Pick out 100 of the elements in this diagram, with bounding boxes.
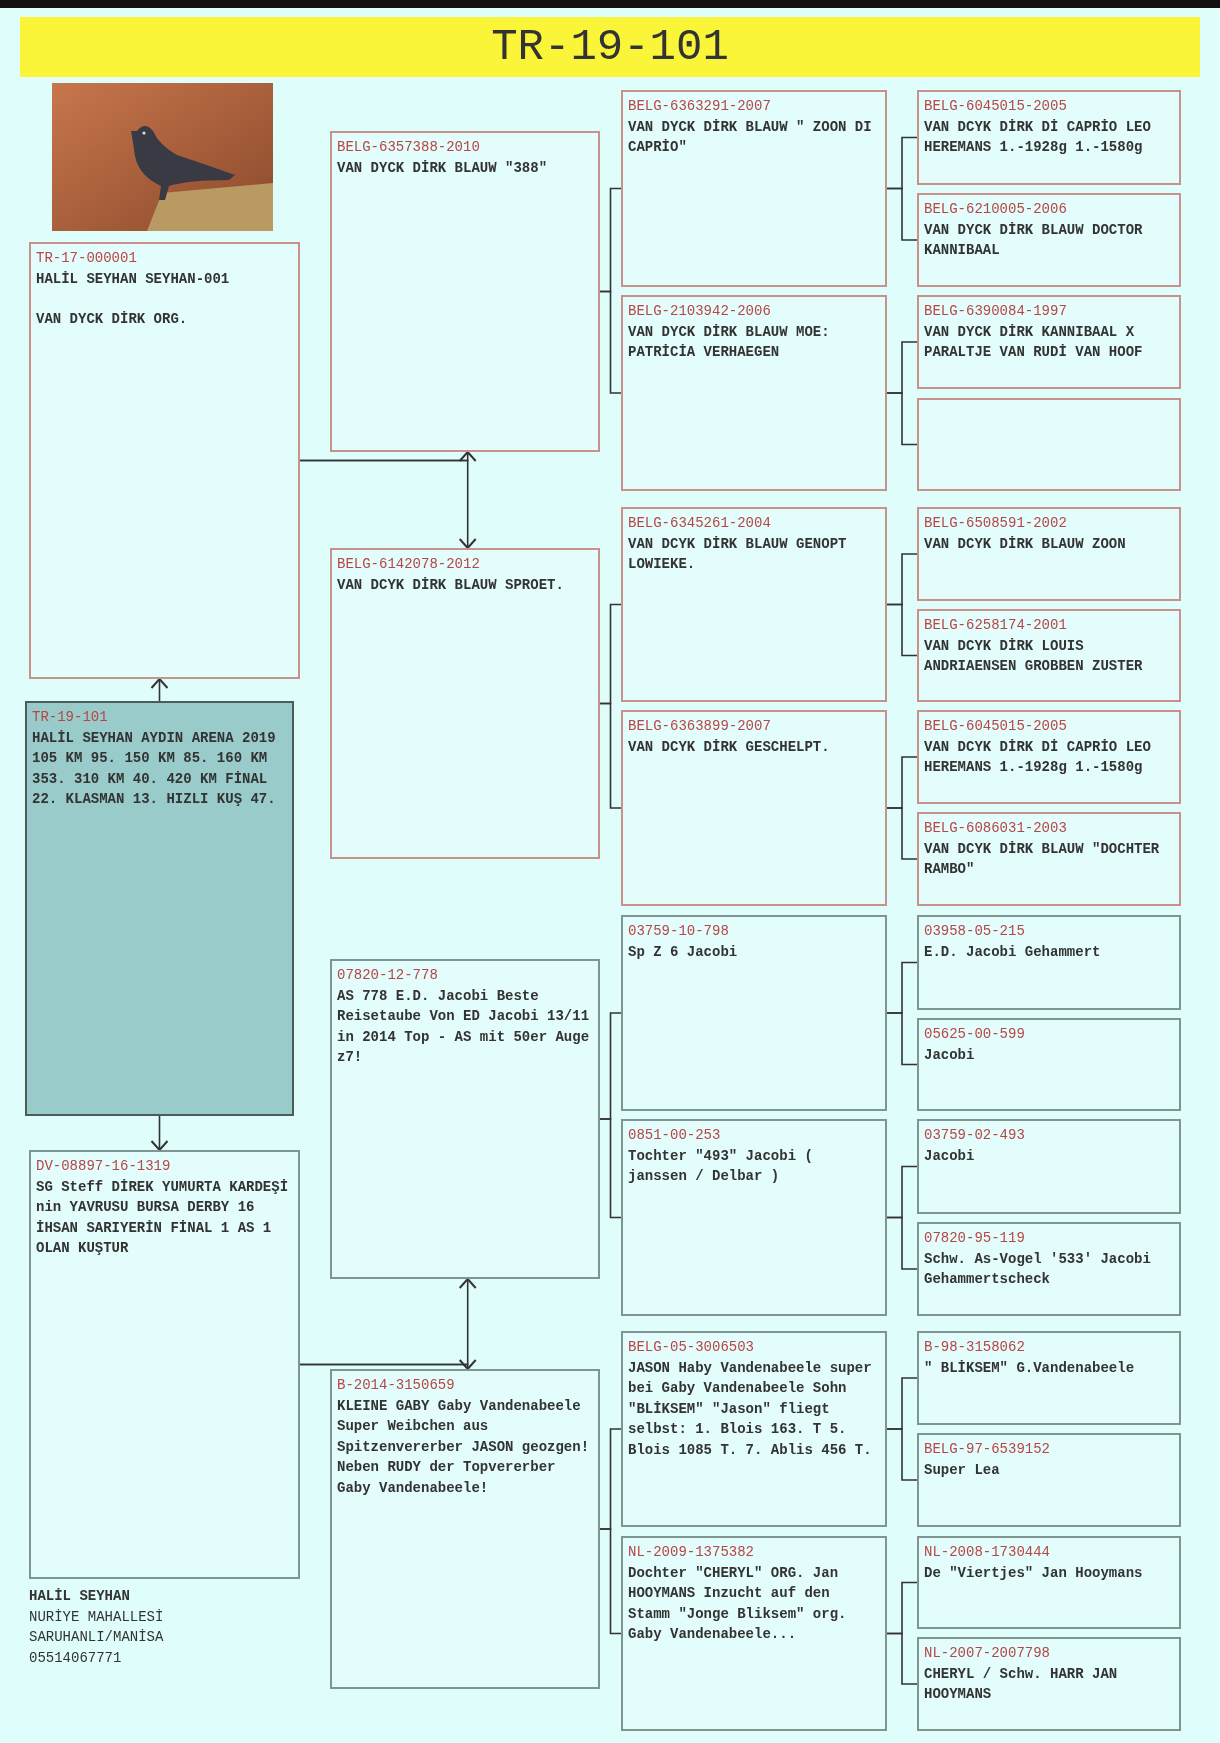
ring-number: NL-2008-1730444 (924, 1543, 1052, 1562)
connector-line (599, 702, 622, 809)
card-text: Dochter "CHERYL" ORG. Jan HOOYMANS Inzucht auf den Stamm "Jonge Bliksem" org. Gaby Vandenabeele... (628, 1563, 848, 1644)
pedigree-card (917, 398, 1181, 491)
pedigree-card (917, 915, 1181, 1010)
pedigree-card (621, 915, 887, 1111)
ring-number: BELG-6210005-2006 (924, 200, 1068, 219)
card-text: Sp Z 6 Jacobi (628, 942, 739, 962)
pedigree-card (917, 1119, 1181, 1214)
card-text: VAN DCYK DİRK BLAUW ZOON (924, 534, 1127, 554)
card-text: VAN DYCK DİRK BLAUW DOCTOR KANNIBAAL (924, 220, 1144, 260)
arrow (150, 1115, 169, 1151)
owner-name: HALİL SEYHAN (29, 1587, 130, 1606)
ring-number: 07820-12-778 (337, 966, 439, 985)
pedigree-card (917, 1222, 1181, 1316)
ring-number: 07820-95-119 (924, 1229, 1026, 1248)
pedigree-card (29, 1150, 300, 1579)
address-text: NURİYE MAHALLESİ (29, 1607, 164, 1627)
card-text: VAN DYCK DİRK KANNIBAAL X PARALTJE VAN RUDİ VAN HOOF (924, 322, 1144, 362)
card-text: VAN DYCK DİRK ORG. (36, 310, 189, 329)
connector-line (886, 1632, 918, 1685)
connector-line (886, 807, 918, 860)
arrow (299, 1359, 477, 1370)
ring-number: BELG-6142078-2012 (337, 555, 481, 574)
card-text: VAN DCYK DİRK LOUIS ANDRIAENSEN GROBBEN ZUSTER (924, 636, 1144, 676)
phone-number: 05514067771 (29, 1648, 122, 1668)
ring-number: 03759-02-493 (924, 1126, 1026, 1145)
connector-line (886, 1216, 918, 1270)
pedigree-card (621, 295, 887, 491)
card-text: VAN DCYK DİRK BLAUW GENOPT LOWIEKE. (628, 534, 848, 574)
connector-line (886, 392, 918, 446)
pedigree-card (330, 548, 600, 859)
connector-line (886, 1428, 918, 1481)
card-text: Schw. As-Vogel '533' Jacobi Gehammertscheck (924, 1249, 1152, 1289)
card-text: Super Lea (924, 1460, 1001, 1480)
pedigree-card (29, 242, 300, 679)
card-text: De "Viertjes" Jan Hooymans (924, 1563, 1144, 1583)
ring-number: NL-2009-1375382 (628, 1543, 756, 1562)
connector-line (599, 1528, 622, 1635)
card-text: VAN DCYK DİRK Dİ CAPRİO LEO HEREMANS 1.-1928g 1.-1580g (924, 117, 1152, 157)
ring-number: BELG-6357388-2010 (337, 138, 481, 157)
card-text: AS 778 E.D. Jacobi Beste Reisetaube Von ED Jacobi 13/11 in 2014 Top - AS mit 50er Auge z7! (337, 986, 591, 1067)
pedigree-card (621, 1536, 887, 1731)
card-text: VAN DYCK DİRK BLAUW " ZOON DI CAPRİO" (628, 117, 873, 157)
connector-line (599, 1118, 622, 1219)
arrow (299, 459, 477, 549)
card-text: Jacobi (924, 1045, 976, 1065)
card-text: Jacobi (924, 1146, 976, 1166)
card-text: HALİL SEYHAN AYDIN ARENA 2019 105 KM 95. 150 KM 85. 160 KM 353. 310 KM 40. 420 KM FİNAL 22. KLASMAN 13. HIZLI KUŞ 47. (32, 728, 277, 809)
connector-line (886, 1012, 918, 1066)
card-text: VAN DYCK DİRK BLAUW "388" (337, 158, 549, 178)
ring-number: TR-17-000001 (36, 249, 138, 268)
ring-number: B-2014-3150659 (337, 1376, 456, 1395)
pedigree-card (621, 710, 887, 906)
ring-number: BELG-6345261-2004 (628, 514, 772, 533)
ring-number: BELG-6045015-2005 (924, 717, 1068, 736)
ring-number: NL-2007-2007798 (924, 1644, 1052, 1663)
pedigree-card (917, 507, 1181, 601)
ring-number: BELG-6258174-2001 (924, 616, 1068, 635)
card-text: CHERYL / Schw. HARR JAN HOOYMANS (924, 1664, 1119, 1704)
pedigree-card (917, 90, 1181, 185)
ring-number: BELG-2103942-2006 (628, 302, 772, 321)
card-text: VAN DYCK DİRK BLAUW MOE: PATRİCİA VERHAEGEN (628, 322, 831, 362)
pedigree-card (917, 710, 1181, 804)
card-text: JASON Haby Vandenabeele super bei Gaby Vandenabeele Sohn "BLİKSEM" "Jason" fliegt selbst: 1. Blois 163. T 5. Blois 1085 T. 7. Ablis 456 T. (628, 1358, 873, 1460)
pedigree-card (917, 609, 1181, 702)
pedigree-card (621, 1331, 887, 1527)
pedigree-card (330, 1369, 600, 1689)
card-text: SG Steff DİREK YUMURTA KARDEŞİ nin YAVRUSU BURSA DERBY 16 İHSAN SARIYERİN FİNAL 1 AS 1 OLAN KUŞTUR (36, 1177, 290, 1258)
ring-number: BELG-6390084-1997 (924, 302, 1068, 321)
connector-line (886, 187, 918, 241)
ring-number: BELG-05-3006503 (628, 1338, 756, 1357)
pedigree-card (917, 1433, 1181, 1527)
card-text: " BLİKSEM" G.Vandenabeele (924, 1358, 1136, 1378)
pedigree-card (917, 1637, 1181, 1731)
title-banner: TR-19-101 (20, 17, 1200, 77)
card-text: VAN DCYK DİRK BLAUW SPROET. (337, 575, 565, 595)
pedigree-card (25, 701, 294, 1116)
address-text: SARUHANLI/MANİSA (29, 1628, 164, 1647)
card-text: VAN DCYK DİRK BLAUW "DOCHTER RAMBO" (924, 839, 1161, 879)
pedigree-card (917, 1536, 1181, 1629)
pedigree-card (917, 193, 1181, 287)
pedigree-card (621, 1119, 887, 1316)
card-text: VAN DCYK DİRK GESCHELPT. (628, 737, 831, 757)
pedigree-card (330, 131, 600, 452)
pedigree-card (917, 295, 1181, 389)
arrow (150, 678, 169, 702)
pedigree-card (917, 1018, 1181, 1111)
ring-number: BELG-6363291-2007 (628, 97, 772, 116)
ring-number: 0851-00-253 (628, 1126, 722, 1145)
card-text: HALİL SEYHAN SEYHAN-001 (36, 269, 231, 289)
pedigree-card (621, 507, 887, 702)
pedigree-card (917, 812, 1181, 906)
connector-line (599, 290, 622, 394)
ring-number: B-98-3158062 (924, 1338, 1026, 1357)
card-text: KLEINE GABY Gaby Vandenabeele Super Weibchen aus Spitzenvererber JASON geozgen! Neben RUDY der Topvererber Gaby Vandenabeele! (337, 1396, 591, 1498)
ring-number: DV-08897-16-1319 (36, 1157, 172, 1176)
card-text: E.D. Jacobi Gehammert (924, 942, 1102, 962)
pedigree-card (621, 90, 887, 287)
pedigree-card (917, 1331, 1181, 1425)
